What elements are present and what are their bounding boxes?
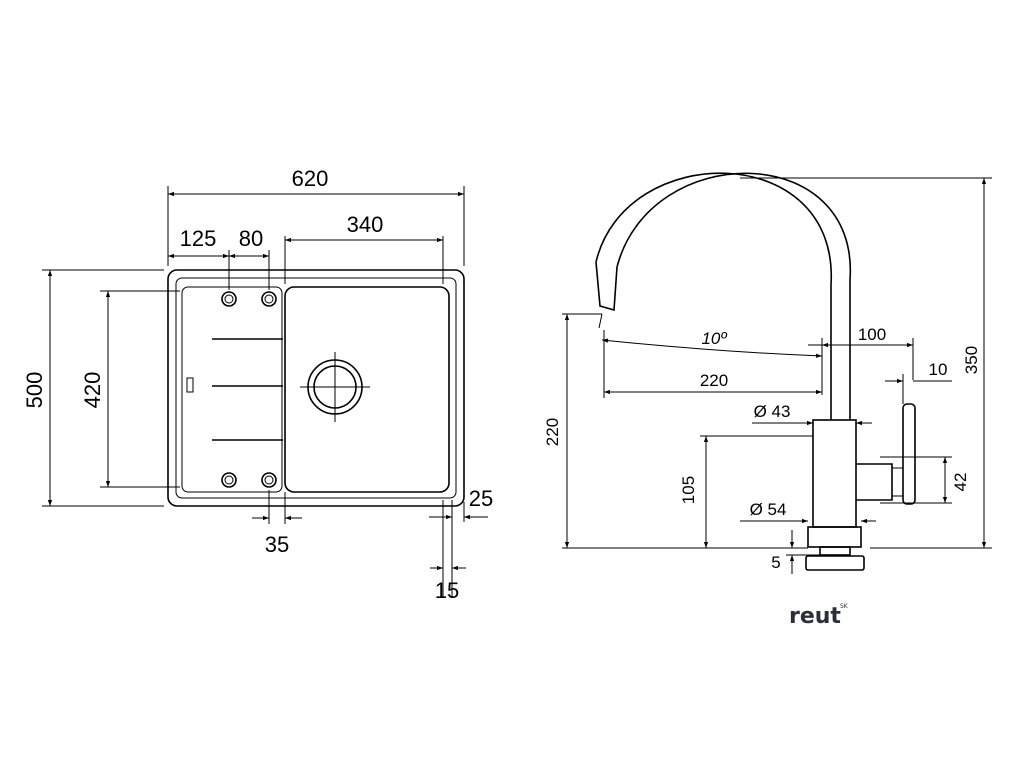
tap-hole <box>221 472 237 488</box>
drainboard-slot <box>186 377 194 393</box>
dim-reach: 220 <box>700 371 728 390</box>
sink-dimensions: 620 125 80 340 500 420 35 25 15 <box>22 166 493 603</box>
mount-nut <box>819 546 851 556</box>
brand-suffix: SK <box>840 603 849 610</box>
faucet-base <box>807 526 862 548</box>
sink-drawing <box>167 269 465 507</box>
dim-spout-height: 220 <box>543 418 562 446</box>
brand-logo: reut SK <box>789 603 849 629</box>
dim-total-height: 350 <box>962 346 981 374</box>
dim-lever-height: 42 <box>951 473 970 492</box>
dim-lever-offset: 10 <box>929 360 948 379</box>
spray-nozzle <box>598 313 603 329</box>
dim-spout-angle: 10º <box>701 329 727 348</box>
faucet-spout-inner <box>595 172 832 420</box>
dim-bowl-depth: 420 <box>80 372 105 409</box>
lever-housing <box>856 463 893 501</box>
dim-body-diameter: Ø 43 <box>754 402 791 421</box>
dim-sink-depth: 500 <box>22 372 47 409</box>
mount-plate <box>805 555 865 571</box>
sink-outline <box>167 269 465 507</box>
drainboard-area <box>181 286 283 493</box>
dim-sink-width: 620 <box>292 166 329 191</box>
bowl-outline <box>284 286 450 493</box>
dim-reach-offset: 100 <box>858 325 886 344</box>
dim-base-height: 5 <box>771 553 780 572</box>
dim-gap-a: 35 <box>265 532 289 557</box>
faucet-body <box>812 419 857 528</box>
dim-body-height: 105 <box>679 476 698 504</box>
dim-base-diameter: Ø 54 <box>750 500 787 519</box>
faucet-lever <box>902 403 916 505</box>
spray-head <box>595 261 618 312</box>
tap-hole <box>261 291 277 307</box>
faucet-drawing <box>595 172 916 571</box>
brand-name: reut <box>789 604 841 629</box>
faucet-dimensions: 350 220 10º 100 220 10 Ø 43 105 42 Ø 54 <box>543 177 992 574</box>
dim-tap-spacing: 80 <box>239 226 263 251</box>
dim-bowl-width: 340 <box>347 212 384 237</box>
tap-hole <box>221 291 237 307</box>
dim-gap-c: 15 <box>435 578 459 603</box>
dim-tap-offset: 125 <box>180 226 217 251</box>
sink-inner-outline <box>175 277 457 499</box>
dim-gap-b: 25 <box>469 486 493 511</box>
tap-hole <box>261 472 277 488</box>
faucet-spout-outer <box>616 172 851 420</box>
